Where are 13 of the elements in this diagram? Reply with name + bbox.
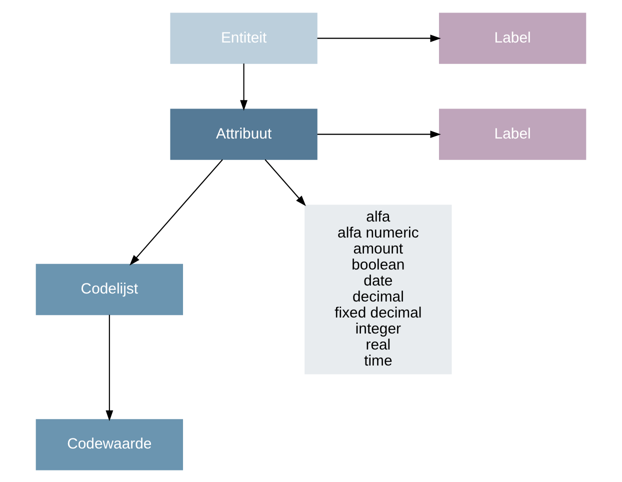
node-box: Attribuut [170, 108, 318, 160]
arrow [317, 130, 441, 138]
arrow [317, 34, 441, 42]
node-box: alfa alfa numeric amount boolean date decimal fixed decimal integer real time [304, 204, 452, 374]
arrow [106, 314, 114, 421]
arrow [240, 63, 248, 110]
node-box: Codewaarde [36, 418, 184, 470]
node-box: Label [438, 12, 586, 64]
arrow [130, 158, 223, 265]
node-box: Entiteit [170, 12, 318, 64]
node-box: Codelijst [36, 263, 184, 315]
node-box: Label [438, 108, 586, 160]
arrow [264, 158, 306, 206]
